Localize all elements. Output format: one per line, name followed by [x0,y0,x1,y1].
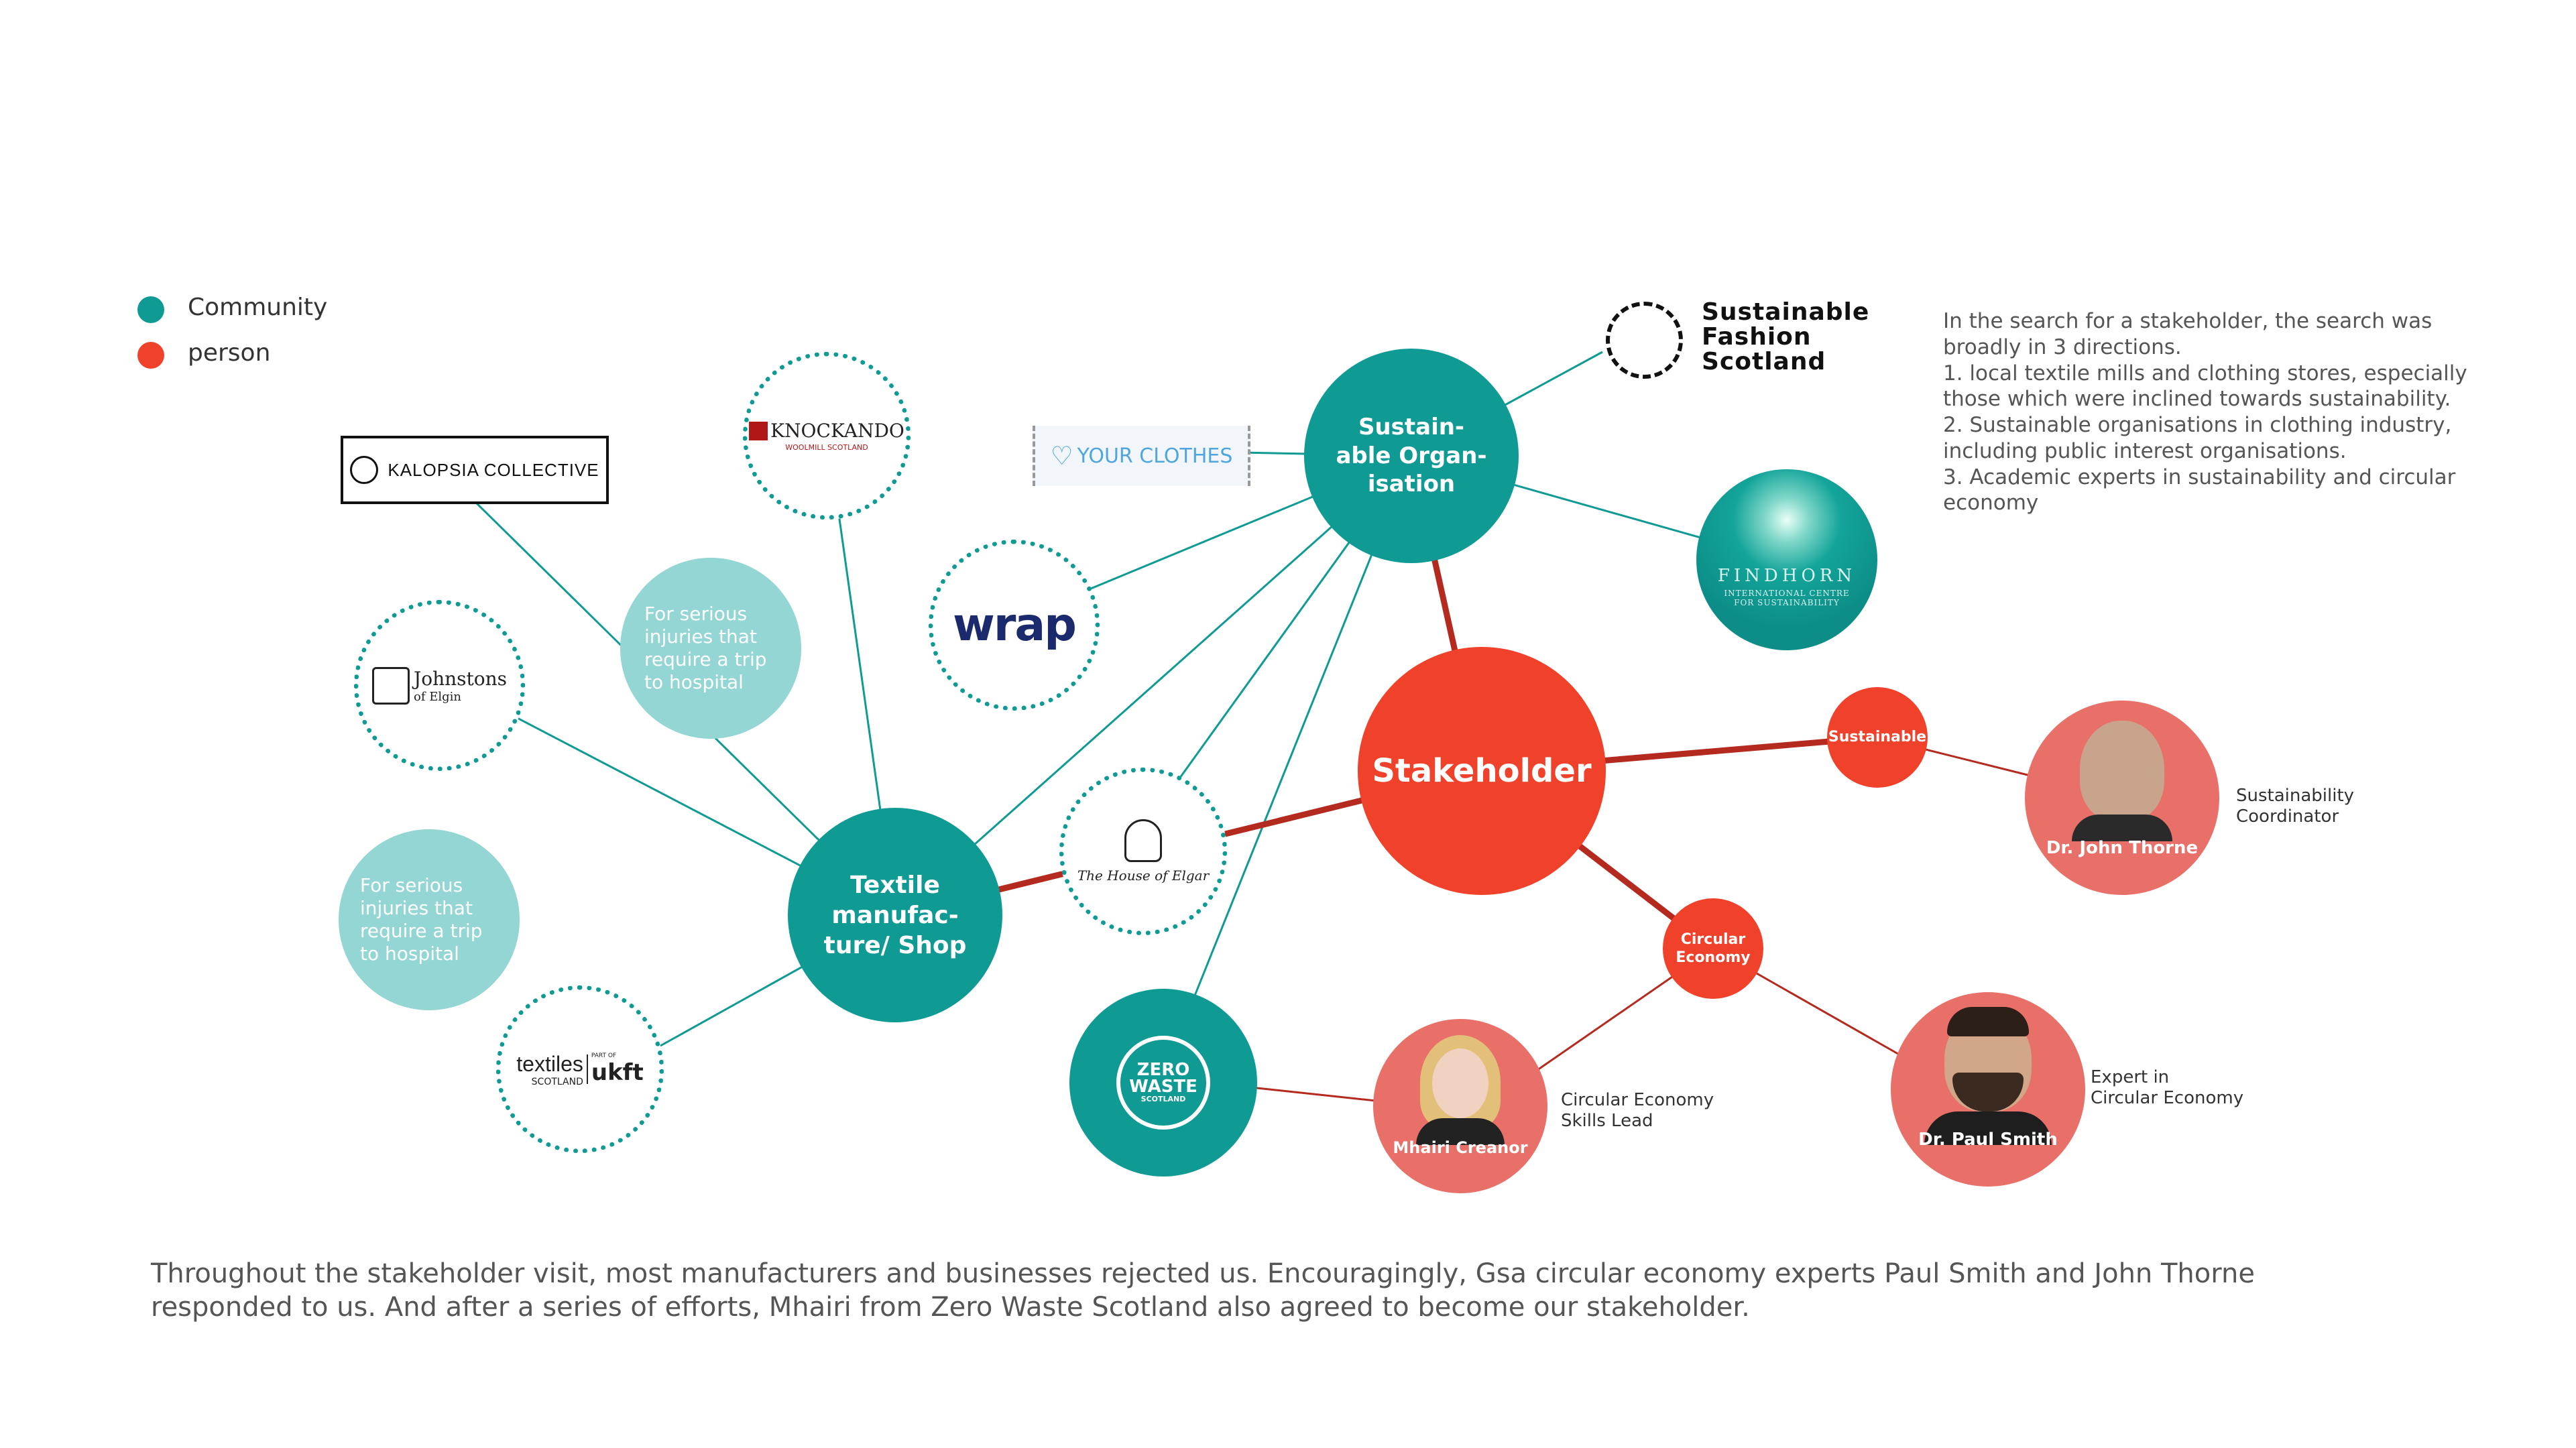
portrait-top-mhairi-creanor [1416,1118,1505,1145]
zero-waste-scotland-logo-node: ZERO WASTE SCOTLAND [1069,989,1257,1176]
legend-label-person: person [188,339,271,367]
johnstons-logo-node: Johnstons of Elgin [354,600,525,771]
textile-shop-node: Textile manufac- ture/ Shop [788,808,1002,1022]
part-of-text: PART OF [591,1052,617,1059]
legend-dot-community [137,296,164,323]
circular-economy-label: Circular Economy [1676,930,1751,967]
search-directions-note: In the search for a stakeholder, the sea… [1943,309,2467,516]
portrait-hair-paul-smith [1947,1007,2029,1036]
person-node-mhairi-creanor: Mhairi Creanor [1373,1019,1547,1193]
stakeholder-label: Stakeholder [1372,752,1592,790]
legend-label-community: Community [188,294,328,321]
sustainable-label: Sustainable [1828,729,1927,746]
wrap-text: wrap [953,599,1077,652]
person-role-john-thorne: Sustainability Coordinator [2236,786,2355,827]
findhorn-subtext: INTERNATIONAL CENTRE FOR SUSTAINABILITY [1724,589,1850,607]
person-role-mhairi-creanor: Circular Economy Skills Lead [1561,1090,1714,1132]
person-name-mhairi-creanor: Mhairi Creanor [1393,1138,1528,1157]
findhorn-text: FINDHORN [1717,566,1857,586]
sustainable-node: Sustainable [1827,687,1928,788]
circular-economy-node: Circular Economy [1663,898,1763,999]
knockando-logo-node: KNOCKANDO WOOLMILL SCOTLAND [743,352,911,520]
house-of-elgar-logo-node: The House of Elgar [1059,768,1227,935]
edge-textile-sustorg [894,455,1412,916]
house-of-elgar-crest-icon [1124,819,1162,862]
textiles-scotland-logo-node: textiles SCOTLAND PART OF ukft [496,985,664,1153]
johnstons-text: Johnstons [413,667,508,690]
textiles-scotland-subtext: SCOTLAND [531,1076,583,1087]
wrap-logo-node: wrap [929,540,1100,711]
ukft-text: ukft [591,1059,644,1086]
kalopsia-mark-icon [350,456,379,484]
zero-waste-scotland-badge: ZERO WASTE SCOTLAND [1116,1036,1210,1130]
kalopsia-collective-logo: KALOPSIA COLLECTIVE [341,436,609,504]
sustainable-organisation-label: Sustain- able Organ- isation [1336,414,1487,498]
portrait-jacket-paul-smith [1924,1111,2052,1145]
person-node-paul-smith: Dr. Paul Smith [1891,992,2085,1187]
person-name-paul-smith: Dr. Paul Smith [1918,1130,2058,1150]
house-of-elgar-text: The House of Elgar [1077,867,1210,884]
knockando-text: KNOCKANDO [770,420,904,442]
sustainable-fashion-scotland-logo [1606,302,1683,379]
person-role-paul-smith: Expert in Circular Economy [2091,1067,2244,1109]
johnstons-crest-icon [371,666,410,705]
textiles-text: textiles [516,1051,583,1076]
stakeholder-node: Stakeholder [1358,647,1606,895]
person-node-john-thorne: Dr. John Thorne [2025,701,2219,895]
knockando-tartan-icon [749,421,768,440]
johnstons-subtext: of Elgin [413,689,461,704]
portrait-mhairi-creanor [1432,1048,1488,1118]
injury-note-node-2: For serious injuries that require a trip… [339,829,520,1010]
injury-note-node-1: For serious injuries that require a trip… [620,558,801,739]
findhorn-logo-node: FINDHORN INTERNATIONAL CENTRE FOR SUSTAI… [1696,469,1877,650]
knockando-subtext: WOOLMILL SCOTLAND [785,443,868,452]
zero-waste-text: ZERO WASTE [1129,1059,1197,1097]
sustainable-organisation-node: Sustain- able Organ- isation [1304,349,1519,563]
portrait-john-thorne [2080,721,2164,821]
your-clothes-text: YOUR CLOTHES [1077,444,1233,468]
injury-note-text-2: For serious injuries that require a trip… [360,873,483,965]
your-clothes-logo: ♡ YOUR CLOTHES [1033,426,1250,486]
footer-paragraph: Throughout the stakeholder visit, most m… [151,1258,2255,1323]
kalopsia-collective-text: KALOPSIA COLLECTIVE [388,459,599,480]
legend-dot-person [137,342,164,369]
sustainable-fashion-scotland-text: Sustainable Fashion Scotland [1702,298,1870,376]
person-name-john-thorne: Dr. John Thorne [2046,838,2199,858]
heart-icon: ♡ [1050,441,1073,471]
zero-waste-subtext: SCOTLAND [1140,1095,1186,1104]
portrait-shirt-john-thorne [2072,814,2172,841]
textile-shop-label: Textile manufac- ture/ Shop [823,871,967,959]
injury-note-text-1: For serious injuries that require a trip… [644,602,767,694]
